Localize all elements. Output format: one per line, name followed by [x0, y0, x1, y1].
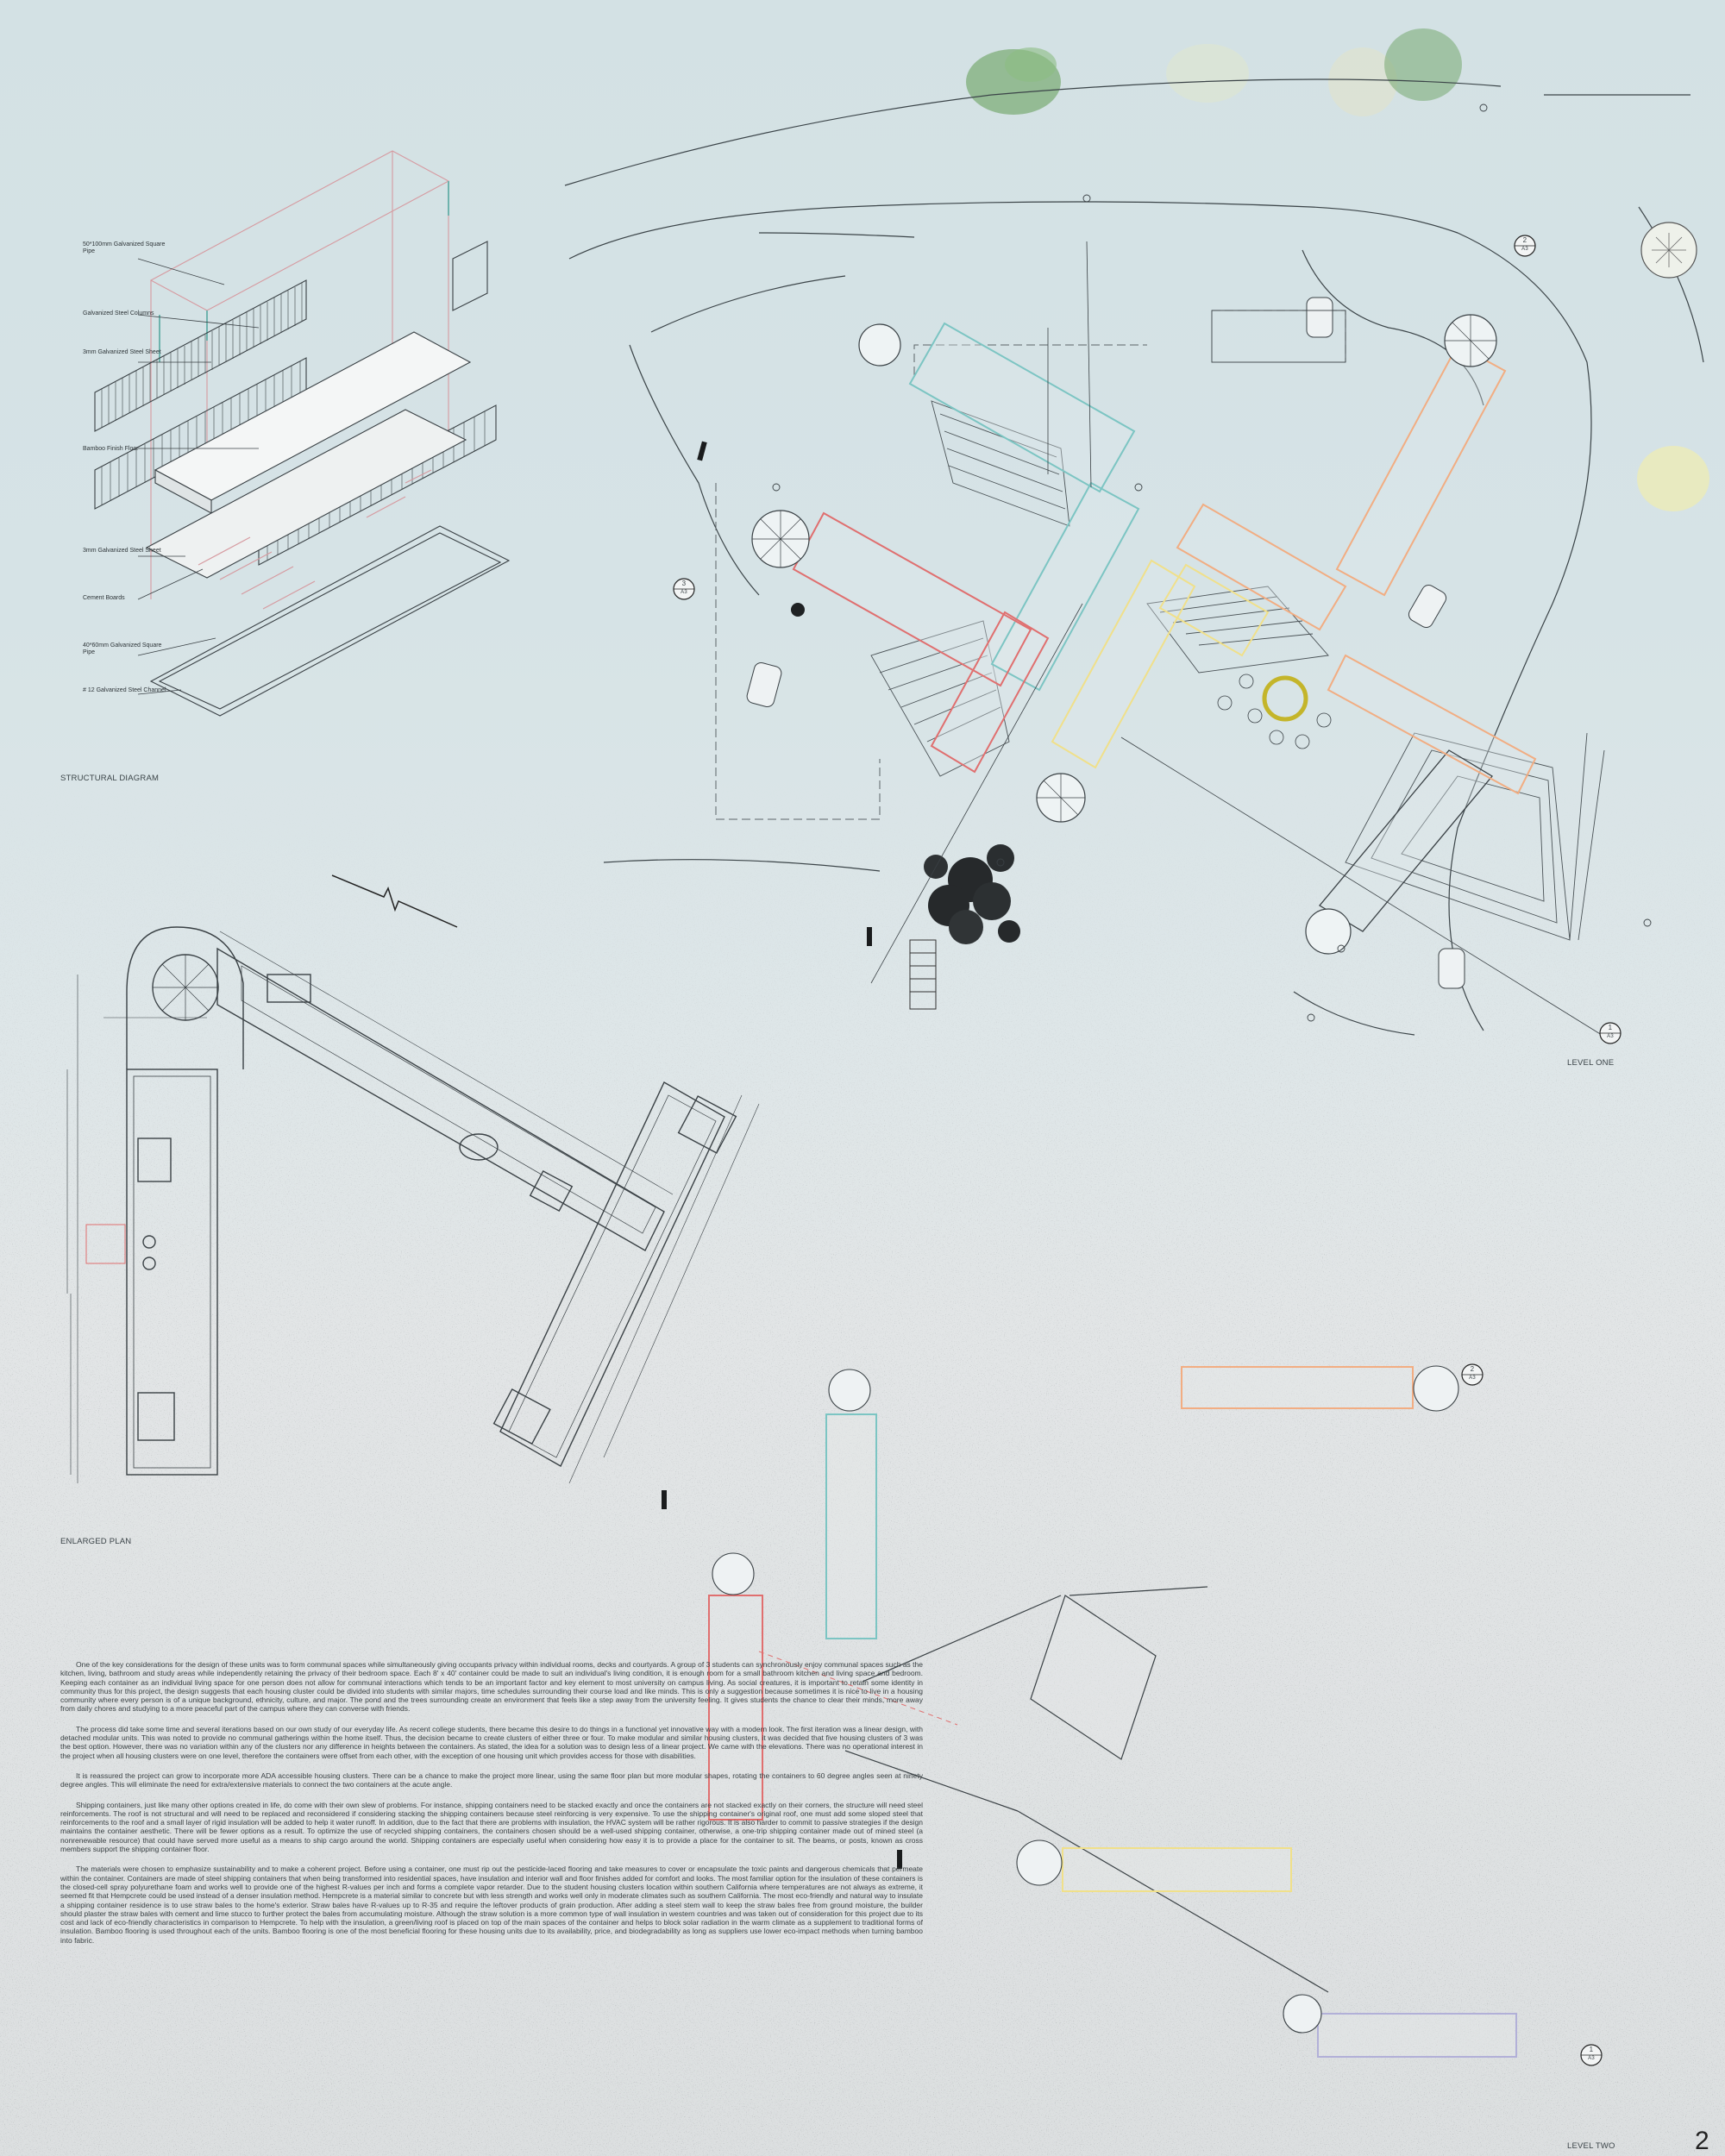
narrative-paragraph: Shipping containers, just like many othe…: [60, 1800, 923, 1854]
structural-note: Bamboo Finish Floor: [83, 446, 139, 452]
level-two-title: LEVEL TWO: [1567, 2141, 1615, 2151]
section-marker-num: 1: [1608, 1024, 1613, 1031]
level-two-colored-outlines: [708, 1366, 1517, 2058]
structural-note: 40*60mm Galvanized Square Pipe: [83, 642, 162, 655]
section-marker-sheet: A3: [1521, 247, 1528, 252]
site-contours: [564, 78, 1704, 1036]
level-one-title: LEVEL ONE: [1567, 1058, 1615, 1068]
enlarged-plan-title: ENLARGED PLAN: [60, 1537, 132, 1546]
section-marker-num: 1: [1589, 2046, 1594, 2053]
light-fixtures: [772, 103, 1652, 1022]
level-two-containers: [844, 1586, 1517, 2058]
fire-pit-ring: [1262, 675, 1308, 722]
narrative-paragraph: It is reassured the project can grow to …: [60, 1771, 923, 1789]
section-marker-dividers: [674, 245, 1621, 2056]
shrub-symbol: [791, 603, 805, 617]
section-marker-text-2: 1 A3: [1605, 1024, 1615, 1041]
section-marker-text-1: 3 A3: [679, 580, 689, 597]
project-narrative: One of the key considerations for the de…: [60, 1660, 923, 1956]
level-two-stairs: [712, 1365, 1459, 2034]
structural-note: # 12 Galvanized Steel Channel: [83, 687, 166, 693]
parking-area: [1211, 310, 1346, 363]
tree-symbol-branches: [1652, 233, 1686, 267]
section-marker-sheet: A3: [1588, 2056, 1595, 2061]
section-marker-text-0: 2 A3: [1520, 236, 1530, 254]
structural-note: 50*100mm Galvanized Square Pipe: [83, 241, 166, 254]
enlarged-plan: [66, 926, 760, 1484]
break-line: [331, 874, 458, 928]
structural-note: 3mm Galvanized Steel Sheet: [83, 349, 161, 355]
section-marker-sheet: A3: [1607, 1034, 1614, 1039]
structural-note: Cement Boards: [83, 595, 125, 601]
level-two-red-dash: [758, 1651, 958, 1726]
level-one-plan: [715, 241, 1609, 1040]
structural-note: 3mm Galvanized Steel Sheet: [83, 548, 161, 554]
section-marker-num: 2: [1522, 236, 1527, 244]
structural-note: Galvanized Steel Columns: [83, 310, 154, 317]
tree-cluster: [909, 844, 1020, 1010]
structural-diagram: [94, 150, 511, 717]
narrative-paragraph: The process did take some time and sever…: [60, 1724, 923, 1760]
narrative-paragraph: One of the key considerations for the de…: [60, 1660, 923, 1714]
section-marker-text-4: 1 A3: [1586, 2046, 1596, 2063]
section-marker-num: 3: [681, 580, 687, 587]
section-marker-sheet: A3: [681, 590, 687, 595]
narrative-paragraph: The materials were chosen to emphasize s…: [60, 1865, 923, 1945]
section-marker-num: 2: [1470, 1365, 1475, 1373]
sheet-number: 2: [1695, 2127, 1709, 2155]
section-marker-text-3: 2 A3: [1467, 1365, 1477, 1382]
section-marker-sheet: A3: [1469, 1376, 1476, 1381]
structural-diagram-title: STRUCTURAL DIAGRAM: [60, 774, 160, 783]
section-ticks: [662, 441, 902, 1869]
